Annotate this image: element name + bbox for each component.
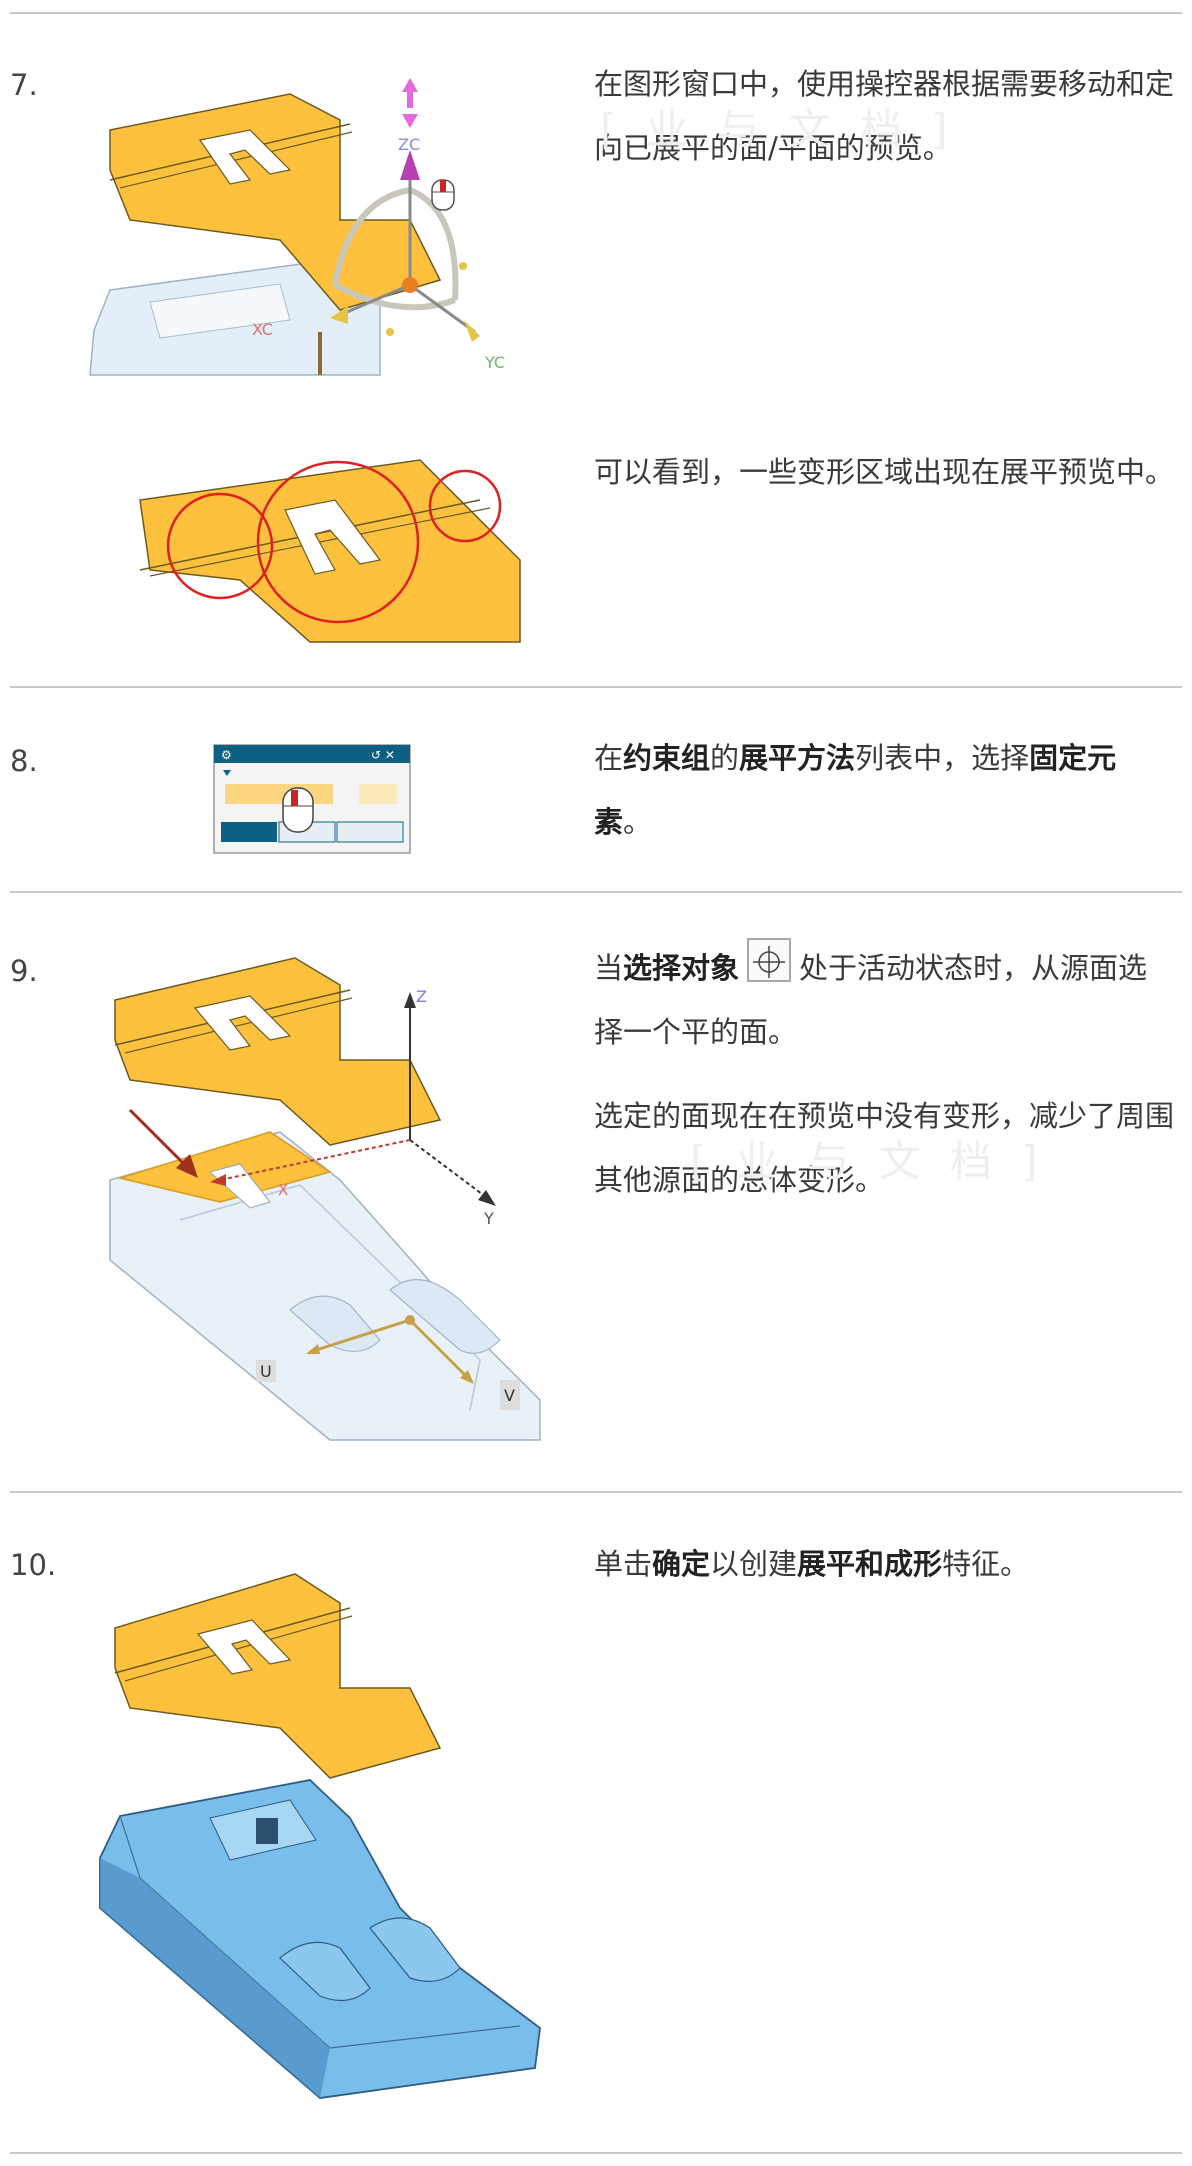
figure-select-flat-face: Z X Y U V	[109, 957, 541, 1441]
xc-axis-label: XC	[252, 320, 273, 339]
u-direction-label: U	[260, 1362, 272, 1381]
text-run: 以创建	[710, 1547, 798, 1581]
flatten-method-term: 展平方法	[739, 741, 856, 775]
select-object-term: 选择对象	[623, 951, 740, 985]
deformation-circle-left	[166, 492, 274, 600]
fixed-element-term: 固定元素	[594, 741, 1117, 839]
divider-9-10	[10, 1491, 1182, 1493]
zc-axis-label: ZC	[398, 135, 420, 154]
v-direction-label: V	[504, 1386, 515, 1405]
step-9-result: 选定的面现在在预览中没有变形，减少了周围其他源面的总体变形。	[594, 1099, 1175, 1197]
step-7-instruction: 在图形窗口中，使用操控器根据需要移动和定向已展平的面/平面的预览。	[594, 67, 1175, 165]
mouse-icon	[282, 787, 314, 833]
figure-manipulator-preview: ZC XC YC	[89, 78, 505, 376]
figure-deformation-circles	[139, 459, 521, 643]
z-axis-label: Z	[416, 987, 427, 1006]
text-run: 列表中，选择	[855, 741, 1030, 775]
step-7-observation: 可以看到，一些变形区域出现在展平预览中。	[594, 455, 1175, 489]
bottom-divider	[10, 2152, 1182, 2154]
text-run: 处于活动状态时，从源面选择一个平的面。	[594, 951, 1148, 1049]
step-10-instruction: 单击确定以创建展平和成形特征。	[594, 1532, 1174, 1596]
x-axis-label: X	[278, 1181, 288, 1199]
y-axis-label: Y	[483, 1209, 494, 1228]
manipulator-handle-icon	[318, 78, 480, 375]
figure-flatten-and-form-result	[99, 1573, 541, 2099]
crosshair-select-icon	[747, 938, 792, 982]
figure-constraint-dialog: ⚙ ↺ ✕	[213, 744, 411, 854]
constraint-group-term: 约束组	[623, 741, 711, 775]
divider-7-8	[10, 686, 1182, 688]
watermark: [ 业 与 文 档 ]	[690, 1137, 1046, 1186]
flatten-and-form-term: 展平和成形	[797, 1547, 943, 1581]
text-run: 单击	[594, 1547, 653, 1581]
svg-text:⚙: ⚙	[221, 748, 232, 762]
divider-8-9	[10, 891, 1182, 893]
text-run: 特征。	[942, 1547, 1030, 1581]
mouse-icon	[431, 179, 455, 211]
step-number: 7.	[10, 68, 38, 102]
watermark: [ 业 与 文 档 ]	[600, 105, 956, 154]
text-run: 当	[594, 951, 624, 985]
step-8-instruction: 在约束组的展平方法列表中，选择固定元素。	[594, 726, 1174, 854]
svg-text:↺ ✕: ↺ ✕	[371, 748, 395, 762]
step-9-instruction: 当选择对象处于活动状态时，从源面选择一个平的面。	[594, 936, 1174, 1064]
text-run: 的	[710, 741, 740, 775]
top-divider	[10, 12, 1182, 14]
yc-axis-label: YC	[484, 353, 505, 372]
ok-term: 确定	[652, 1547, 711, 1581]
text-run: 。	[623, 805, 653, 839]
text-run: 在	[594, 741, 624, 775]
deformation-circle-right	[428, 469, 502, 543]
deformation-circle-center	[256, 460, 420, 624]
step-number: 9.	[10, 954, 38, 988]
step-number: 8.	[10, 744, 38, 778]
step-number: 10.	[10, 1548, 57, 1582]
